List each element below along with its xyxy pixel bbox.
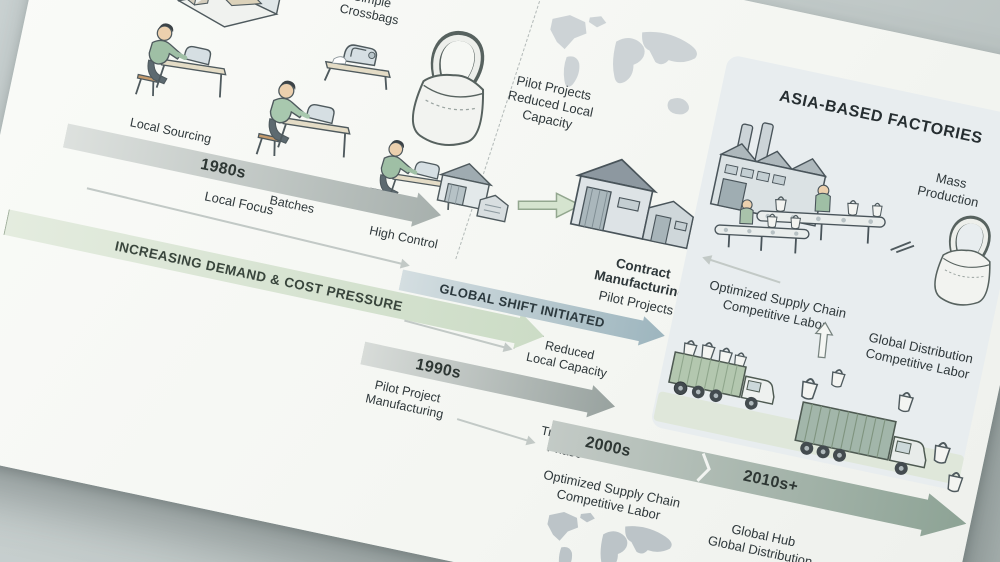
up-arrow-icon bbox=[814, 321, 834, 359]
timeline-arrow-2000s-2010s: 2000s 2010s+ bbox=[545, 414, 971, 546]
pressure-arrow-label: INCREASING DEMAND & COST PRESSURE bbox=[113, 237, 405, 314]
bag-icon bbox=[942, 464, 969, 495]
contract-factory-icon bbox=[560, 143, 709, 262]
sketch-marks-icon bbox=[890, 241, 915, 254]
chevron-divider-icon bbox=[696, 453, 712, 482]
shift-arrow-icon bbox=[517, 192, 583, 219]
